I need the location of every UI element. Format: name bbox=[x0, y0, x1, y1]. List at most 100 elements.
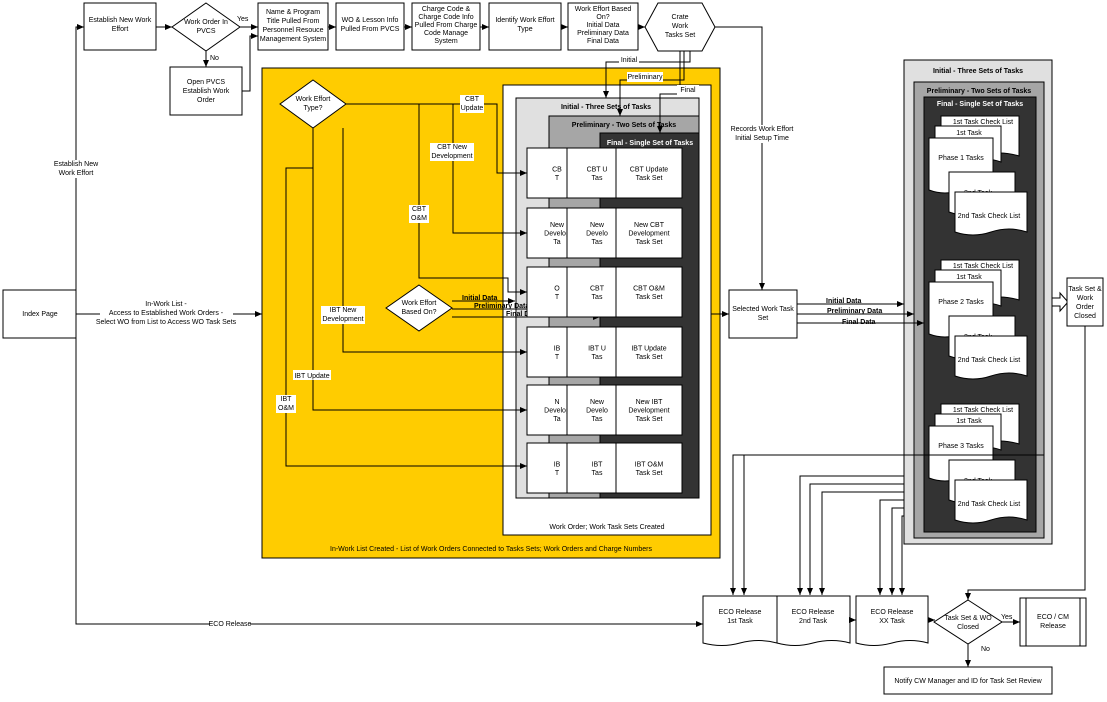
phase-tasks-label: Phase 3 Tasks bbox=[938, 443, 984, 450]
initial-data-right-label: Initial Data bbox=[826, 298, 862, 305]
task-checklist-2-label: 2nd Task Check List bbox=[958, 501, 1021, 508]
open-pvcs-box[interactable] bbox=[169, 66, 243, 116]
selected-task-set-box[interactable] bbox=[728, 289, 798, 339]
eco-1st-doc[interactable] bbox=[702, 595, 778, 646]
task-checklist-2-label: 2nd Task Check List bbox=[958, 357, 1021, 364]
wo-in-pvcs-decision[interactable] bbox=[171, 2, 241, 52]
notify-label: Notify CW Manager and ID for Task Set Re… bbox=[894, 678, 1042, 685]
final-task-box[interactable] bbox=[615, 442, 683, 494]
task-checklist-1-label: 1st Task Check List bbox=[953, 407, 1013, 414]
eco-xx-doc[interactable] bbox=[855, 595, 929, 646]
wo-created-caption: Work Order; Work Task Sets Created bbox=[549, 524, 664, 531]
notify-box[interactable] bbox=[883, 666, 1053, 695]
final-task-box[interactable] bbox=[615, 384, 683, 436]
ibt-update-branch-label: IBT Update bbox=[294, 373, 329, 380]
effort-based-top-box[interactable] bbox=[567, 2, 639, 51]
phase-prelim-title: Preliminary - Two Sets of Tasks bbox=[927, 88, 1031, 95]
eco-2nd-doc[interactable] bbox=[776, 595, 851, 646]
phase-tasks-label: Phase 1 Tasks bbox=[938, 155, 984, 162]
final-data-right-label: Final Data bbox=[842, 319, 876, 326]
task-checklist-1-label: 1st Task Check List bbox=[953, 119, 1013, 126]
task-set-closed-box[interactable] bbox=[1066, 277, 1104, 327]
task-wo-closed-decision[interactable] bbox=[933, 599, 1003, 645]
task-checklist-1-label: 1st Task Check List bbox=[953, 263, 1013, 270]
final-link-label: Final bbox=[680, 87, 696, 94]
initial-link-label: Initial bbox=[621, 57, 638, 64]
charge-code-box[interactable] bbox=[411, 2, 481, 51]
preliminary-link-label: Preliminary bbox=[627, 74, 663, 81]
phase-initial-title: Initial - Three Sets of Tasks bbox=[933, 68, 1023, 75]
initial-sets-title: Initial - Three Sets of Tasks bbox=[561, 104, 651, 111]
work-effort-based-decision[interactable] bbox=[385, 284, 453, 332]
phase-final-title: Final - Single Set of Tasks bbox=[937, 101, 1023, 108]
yes-label-top: Yes bbox=[237, 16, 249, 23]
task-1-label: 1st Task bbox=[956, 418, 982, 425]
index-page-label: Index Page bbox=[22, 311, 58, 318]
phase-tasks-label: Phase 2 Tasks bbox=[938, 299, 984, 306]
final-data-mid-label: Final Data bbox=[506, 311, 540, 318]
name-program-box[interactable] bbox=[257, 2, 329, 51]
final-task-box[interactable] bbox=[615, 207, 683, 259]
final-task-box[interactable] bbox=[615, 147, 683, 199]
final-sets-title: Final - Single Set of Tasks bbox=[607, 140, 693, 147]
eco-release-line-label: ECO Release bbox=[209, 621, 252, 628]
task-checklist-2-doc[interactable] bbox=[954, 479, 1028, 524]
eco-cm-box[interactable] bbox=[1019, 597, 1087, 647]
yes-label-bottom: Yes bbox=[1001, 614, 1013, 621]
final-task-box[interactable] bbox=[615, 326, 683, 378]
task-checklist-2-doc[interactable] bbox=[954, 191, 1028, 236]
no-label-bottom: No bbox=[981, 646, 990, 653]
task-1-label: 1st Task bbox=[956, 130, 982, 137]
index-page-box[interactable] bbox=[2, 289, 77, 339]
final-task-box[interactable] bbox=[615, 266, 683, 318]
identify-type-box[interactable] bbox=[488, 2, 562, 51]
inwork-list-label: In-Work List -Access to Established Work… bbox=[96, 301, 237, 326]
closed-open-arrow bbox=[1051, 291, 1069, 313]
wo-lesson-box[interactable] bbox=[335, 2, 405, 51]
preliminary-data-mid-label: Preliminary Data bbox=[474, 303, 529, 310]
initial-data-mid-label: Initial Data bbox=[462, 295, 498, 302]
task-checklist-2-doc[interactable] bbox=[954, 335, 1028, 380]
preliminary-data-right-label: Preliminary Data bbox=[827, 308, 882, 315]
